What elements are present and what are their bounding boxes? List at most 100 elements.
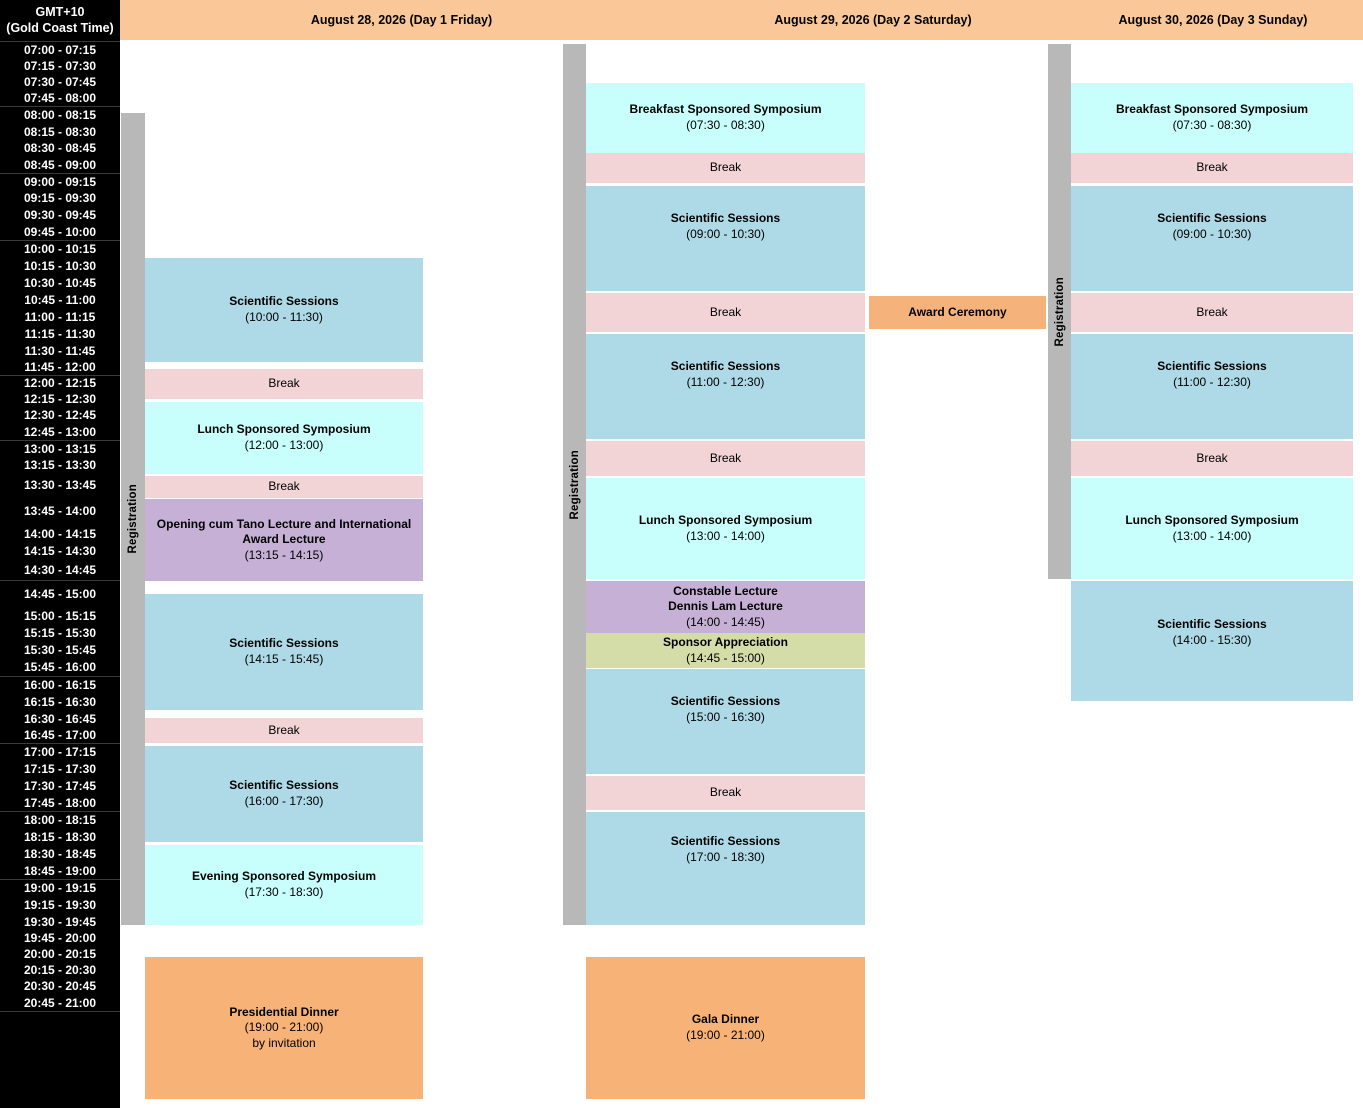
time-separator [0, 173, 120, 174]
session-block[interactable]: Scientific Sessions (11:00 - 12:30) [586, 334, 865, 439]
time-slot: 07:00 - 07:15 [23, 42, 97, 57]
block-time: (14:45 - 15:00) [686, 650, 765, 665]
block-title: Scientific Sessions [670, 833, 781, 848]
block-title: Presidential Dinner [229, 1004, 339, 1019]
time-slot: 17:45 - 18:00 [23, 795, 97, 810]
award-ceremony-block[interactable]: Award Ceremony [869, 296, 1046, 329]
block-title: Breakfast Sponsored Symposium [1115, 102, 1309, 117]
time-separator [0, 811, 120, 812]
block-title: Scientific Sessions [229, 778, 339, 793]
timezone-line-2: (Gold Coast Time) [6, 21, 114, 35]
session-block[interactable]: Scientific Sessions (17:00 - 18:30) [586, 812, 865, 925]
session-block[interactable]: Evening Sponsored Symposium (17:30 - 18:… [145, 845, 423, 925]
session-block[interactable]: Presidential Dinner (19:00 - 21:00) by i… [145, 957, 423, 1099]
block-time: (13:15 - 14:15) [244, 547, 324, 562]
time-slot: 08:00 - 08:15 [23, 107, 97, 122]
time-separator [0, 1011, 120, 1012]
session-block[interactable]: Break [145, 718, 423, 743]
registration-bar-day-2: Registration [563, 44, 586, 925]
time-slot: 18:45 - 19:00 [23, 863, 97, 878]
time-slot: 18:30 - 18:45 [23, 846, 97, 861]
session-block[interactable]: Scientific Sessions (11:00 - 12:30) [1071, 334, 1353, 439]
session-block[interactable]: Break [1071, 441, 1353, 476]
session-block[interactable]: Scientific Sessions (09:00 - 10:30) [586, 186, 865, 291]
block-title: Scientific Sessions [670, 358, 781, 373]
session-block[interactable]: Sponsor Appreciation (14:45 - 15:00) [586, 633, 865, 668]
block-title: Break [709, 160, 742, 175]
block-title: Scientific Sessions [1157, 358, 1267, 373]
time-separator [0, 676, 120, 677]
session-block[interactable]: Scientific Sessions (14:00 - 15:30) [1071, 581, 1353, 701]
session-block[interactable]: Scientific Sessions (10:00 - 11:30) [145, 258, 423, 362]
time-slot: 07:45 - 08:00 [23, 91, 97, 105]
block-title: Lunch Sponsored Symposium [1125, 512, 1299, 527]
time-slot: 20:00 - 20:15 [23, 947, 97, 961]
block-title: Evening Sponsored Symposium [191, 869, 377, 884]
session-block[interactable]: Break [586, 153, 865, 183]
block-title: Scientific Sessions [1157, 210, 1267, 225]
session-block[interactable]: Break [1071, 153, 1353, 183]
session-block[interactable]: Scientific Sessions (16:00 - 17:30) [145, 746, 423, 842]
block-time: (07:30 - 08:30) [686, 118, 765, 132]
block-time: (13:00 - 14:00) [686, 528, 765, 543]
time-separator [0, 106, 120, 107]
time-slot: 15:00 - 15:15 [23, 608, 97, 623]
block-title-secondary: Dennis Lam Lecture [668, 599, 783, 614]
time-slot: 11:30 - 11:45 [24, 343, 96, 358]
registration-bar-day-1: Registration [121, 113, 145, 925]
block-time: (09:00 - 10:30) [686, 226, 765, 241]
session-block[interactable]: Constable Lecture Dennis Lam Lecture (14… [586, 581, 865, 633]
time-slot: 20:45 - 21:00 [23, 995, 97, 1010]
block-title: Break [709, 785, 742, 800]
timezone-header: GMT+10 (Gold Coast Time) [0, 0, 120, 40]
block-title: Scientific Sessions [229, 636, 339, 651]
timezone-line-1: GMT+10 [35, 5, 85, 19]
time-separator [0, 375, 120, 376]
block-time: (17:30 - 18:30) [244, 885, 324, 899]
session-block[interactable]: Scientific Sessions (15:00 - 16:30) [586, 669, 865, 774]
block-time: (10:00 - 11:30) [245, 310, 323, 324]
time-slot: 11:00 - 11:15 [24, 309, 96, 324]
session-block[interactable]: Break [586, 293, 865, 332]
time-slot: 16:45 - 17:00 [23, 728, 97, 742]
session-block[interactable]: Breakfast Sponsored Symposium (07:30 - 0… [586, 83, 865, 153]
session-block[interactable]: Break [586, 776, 865, 810]
time-slot: 14:00 - 14:15 [23, 526, 97, 541]
session-block[interactable]: Lunch Sponsored Symposium (13:00 - 14:00… [1071, 478, 1353, 579]
block-title: Break [268, 479, 300, 494]
time-slot: 08:15 - 08:30 [23, 124, 97, 139]
time-slot: 14:15 - 14:30 [23, 543, 97, 558]
time-slot: 16:30 - 16:45 [23, 711, 97, 726]
block-title: Scientific Sessions [1157, 617, 1267, 632]
session-block[interactable]: Break [145, 476, 423, 498]
session-block[interactable]: Breakfast Sponsored Symposium (07:30 - 0… [1071, 83, 1353, 153]
block-time: (11:00 - 12:30) [686, 374, 765, 389]
time-slot: 15:15 - 15:30 [23, 625, 97, 640]
session-block[interactable]: Gala Dinner (19:00 - 21:00) [586, 957, 865, 1099]
time-slot: 10:00 - 10:15 [23, 241, 97, 256]
session-block[interactable]: Break [1071, 293, 1353, 332]
time-column: GMT+10 (Gold Coast Time) 07:00 - 07:15 07… [0, 0, 120, 1108]
time-slot: 15:30 - 15:45 [23, 642, 97, 657]
time-slot: 19:15 - 19:30 [23, 897, 97, 912]
time-slot: 11:45 - 12:00 [24, 360, 96, 374]
time-slot: 14:30 - 14:45 [23, 562, 97, 577]
block-time: (16:00 - 17:30) [244, 794, 324, 808]
block-time: (15:00 - 16:30) [686, 709, 765, 724]
time-slot: 09:45 - 10:00 [23, 224, 97, 239]
session-block[interactable]: Scientific Sessions (14:15 - 15:45) [145, 594, 423, 710]
session-block[interactable]: Break [586, 441, 865, 476]
day-header-2: August 29, 2026 (Day 2 Saturday) [683, 0, 1063, 40]
time-slot: 13:15 - 13:30 [23, 458, 97, 472]
session-block[interactable]: Lunch Sponsored Symposium (13:00 - 14:00… [586, 478, 865, 579]
time-separator [0, 879, 120, 880]
time-slot: 08:30 - 08:45 [23, 141, 97, 155]
session-block[interactable]: Lunch Sponsored Symposium (12:00 - 13:00… [145, 402, 423, 474]
block-time: (07:30 - 08:30) [1172, 118, 1252, 132]
session-block[interactable]: Opening cum Tano Lecture and Internation… [145, 499, 423, 581]
time-separator [0, 743, 120, 744]
block-time: (14:00 - 14:45) [686, 614, 765, 629]
session-block[interactable]: Scientific Sessions (09:00 - 10:30) [1071, 186, 1353, 291]
session-block[interactable]: Break [145, 369, 423, 399]
